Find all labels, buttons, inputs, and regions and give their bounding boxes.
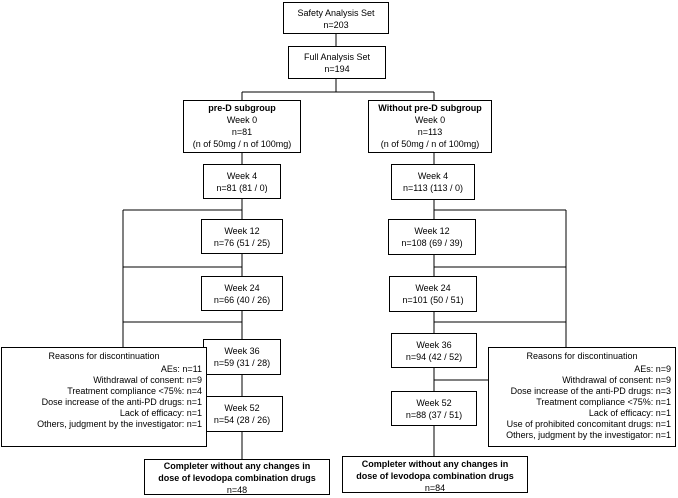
left-week-12-n: n=76 (51 / 25) [213, 238, 271, 248]
right-week-52-n: n=88 (37 / 51) [405, 410, 463, 420]
left-completer-box: Completer without any changes in dose of… [144, 459, 330, 495]
right-reason-item: Lack of efficacy: n=1 [588, 408, 671, 418]
left-completer-line1: Completer without any changes in [163, 461, 311, 471]
right-completer-box: Completer without any changes in dose of… [342, 456, 528, 493]
left-reason-item: Treatment compliance <75%: n=4 [67, 386, 202, 396]
right-completer-line2: dose of levodopa combination drugs [356, 471, 514, 481]
pre-d-subgroup-box: pre-D subgroup Week 0 n=81 (n of 50mg / … [183, 100, 301, 153]
left-reason-item: AEs: n=11 [160, 364, 202, 374]
right-week-4-label: Week 4 [417, 171, 449, 181]
right-week-24-box: Week 24 n=101 (50 / 51) [389, 276, 477, 312]
without-pre-d-subgroup-box: Without pre-D subgroup Week 0 n=113 (n o… [368, 100, 492, 153]
left-week-36-box: Week 36 n=59 (31 / 28) [203, 339, 281, 375]
right-week-36-label: Week 36 [416, 340, 452, 350]
left-week-4-label: Week 4 [226, 171, 258, 181]
right-reason-item: Use of prohibited concomitant drugs: n=1 [506, 419, 671, 429]
right-week-52-box: Week 52 n=88 (37 / 51) [391, 391, 477, 426]
safety-analysis-set-box: Safety Analysis Set n=203 [283, 2, 389, 34]
left-week-12-label: Week 12 [224, 226, 260, 236]
right-week-12-box: Week 12 n=108 (69 / 39) [388, 219, 476, 255]
pre-d-n: n=81 [231, 127, 253, 137]
left-week-36-n: n=59 (31 / 28) [213, 358, 271, 368]
right-week-12-n: n=108 (69 / 39) [401, 238, 463, 248]
right-week-24-n: n=101 (50 / 51) [402, 295, 464, 305]
without-pre-d-n: n=113 [417, 127, 443, 137]
right-week-36-n: n=94 (42 / 52) [405, 352, 463, 362]
left-reason-item: Others, judgment by the investigator: n=… [37, 419, 202, 429]
pre-d-title: pre-D subgroup [208, 103, 276, 113]
left-completer-n: n=48 [226, 485, 248, 495]
right-week-36-box: Week 36 n=94 (42 / 52) [391, 333, 477, 368]
right-reasons-box: Reasons for discontinuation AEs: n=9 Wit… [488, 347, 676, 447]
right-week-12-label: Week 12 [414, 226, 450, 236]
left-week-12-box: Week 12 n=76 (51 / 25) [201, 219, 283, 254]
left-reasons-box: Reasons for discontinuation AEs: n=11 Wi… [1, 347, 207, 447]
left-week-24-label: Week 24 [224, 283, 260, 293]
full-title: Full Analysis Set [303, 52, 371, 62]
safety-n: n=203 [323, 20, 349, 30]
right-reason-item: Withdrawal of consent: n=9 [562, 375, 671, 385]
left-week-24-n: n=66 (40 / 26) [213, 295, 271, 305]
without-pre-d-title: Without pre-D subgroup [378, 103, 482, 113]
safety-title: Safety Analysis Set [297, 8, 375, 18]
right-week-52-label: Week 52 [416, 398, 452, 408]
without-pre-d-note: (n of 50mg / n of 100mg) [380, 139, 480, 149]
left-reason-item: Lack of efficacy: n=1 [119, 408, 202, 418]
left-week-24-box: Week 24 n=66 (40 / 26) [201, 276, 283, 311]
left-week-4-n: n=81 (81 / 0) [216, 183, 268, 193]
without-pre-d-week: Week 0 [414, 115, 446, 125]
left-reason-item: Dose increase of the anti-PD drugs: n=1 [41, 397, 202, 407]
left-reason-item: Withdrawal of consent: n=9 [93, 375, 202, 385]
right-reasons-header: Reasons for discontinuation [526, 351, 638, 361]
right-reason-item: Others, judgment by the investigator: n=… [506, 430, 671, 440]
pre-d-note: (n of 50mg / n of 100mg) [192, 139, 292, 149]
left-week-52-label: Week 52 [224, 403, 260, 413]
right-week-4-box: Week 4 n=113 (113 / 0) [391, 164, 475, 200]
right-reason-item: Treatment compliance <75%: n=1 [536, 397, 671, 407]
left-reasons-header: Reasons for discontinuation [48, 351, 160, 361]
right-reason-item: Dose increase of the anti-PD drugs: n=3 [510, 386, 671, 396]
right-week-24-label: Week 24 [415, 283, 451, 293]
right-completer-n: n=84 [424, 483, 446, 493]
left-week-4-box: Week 4 n=81 (81 / 0) [203, 164, 281, 199]
right-week-4-n: n=113 (113 / 0) [403, 183, 463, 193]
right-completer-line1: Completer without any changes in [361, 459, 509, 469]
pre-d-week: Week 0 [226, 115, 258, 125]
left-week-52-n: n=54 (28 / 26) [213, 415, 271, 425]
full-n: n=194 [324, 64, 350, 74]
left-week-52-box: Week 52 n=54 (28 / 26) [201, 396, 283, 432]
full-analysis-set-box: Full Analysis Set n=194 [288, 46, 386, 79]
left-week-36-label: Week 36 [224, 346, 260, 356]
left-completer-line2: dose of levodopa combination drugs [158, 473, 316, 483]
right-reason-item: AEs: n=9 [634, 364, 671, 374]
